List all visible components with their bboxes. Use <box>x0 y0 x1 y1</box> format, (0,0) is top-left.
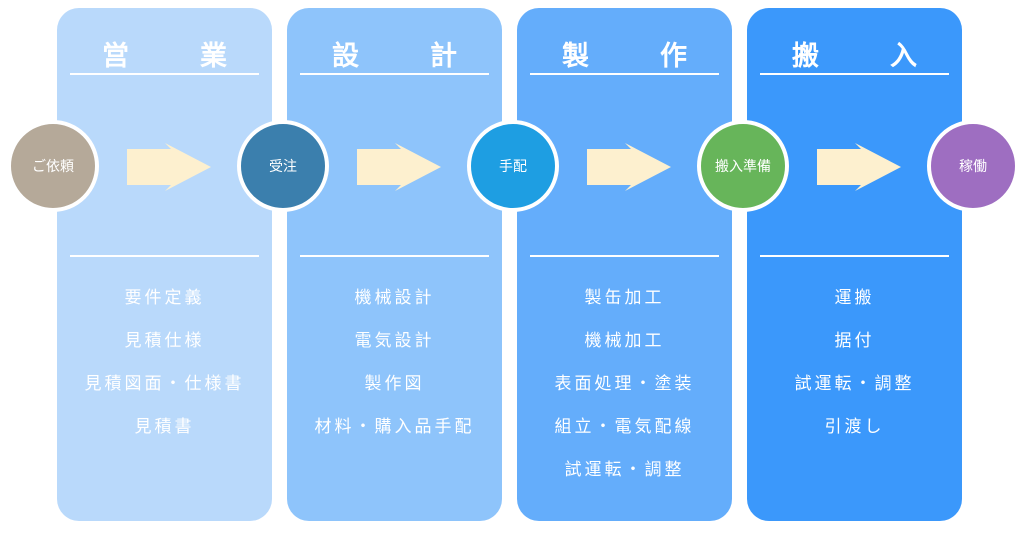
task-item: 材料・購入品手配 <box>314 417 475 437</box>
task-item: 表面処理・塗装 <box>554 374 695 394</box>
divider-top <box>530 73 719 75</box>
task-item: 機械加工 <box>584 331 665 351</box>
task-item: 据付 <box>834 331 875 351</box>
stage-title: 搬 入 <box>792 41 939 72</box>
task-item: 組立・電気配線 <box>554 417 695 437</box>
task-item: 試運転・調整 <box>794 374 915 394</box>
stage-design: 設 計 機械設計 電気設計 製作図 材料・購入品手配 <box>287 8 502 521</box>
task-item: 要件定義 <box>124 288 205 308</box>
task-item: 電気設計 <box>354 331 435 351</box>
task-list: 製缶加工 機械加工 表面処理・塗装 組立・電気配線 試運転・調整 <box>517 287 732 502</box>
divider-top <box>300 73 489 75</box>
stage-title: 営 業 <box>102 41 249 72</box>
task-item: 運搬 <box>834 288 875 308</box>
milestone-delivery-prep: 搬入準備 <box>697 120 789 212</box>
task-item: 見積書 <box>134 417 195 437</box>
chevron-arrow-icon <box>357 143 441 191</box>
divider-bottom <box>530 255 719 257</box>
stage-title: 製 作 <box>562 41 709 72</box>
task-item: 見積仕様 <box>124 331 205 351</box>
milestone-operation: 稼働 <box>927 120 1019 212</box>
stage-delivery: 搬 入 運搬 据付 試運転・調整 引渡し <box>747 8 962 521</box>
task-item: 製作図 <box>364 374 425 394</box>
chevron-arrow-icon <box>127 143 211 191</box>
task-list: 機械設計 電気設計 製作図 材料・購入品手配 <box>287 287 502 459</box>
stage-manufacturing: 製 作 製缶加工 機械加工 表面処理・塗装 組立・電気配線 試運転・調整 <box>517 8 732 521</box>
task-item: 試運転・調整 <box>564 460 685 480</box>
divider-bottom <box>70 255 259 257</box>
task-item: 機械設計 <box>354 288 435 308</box>
stage-sales: 営 業 要件定義 見積仕様 見積図面・仕様書 見積書 <box>57 8 272 521</box>
stage-title: 設 計 <box>332 41 479 72</box>
milestone-order-received: 受注 <box>237 120 329 212</box>
task-list: 運搬 据付 試運転・調整 引渡し <box>747 287 962 459</box>
milestone-request: ご依頼 <box>7 120 99 212</box>
task-list: 要件定義 見積仕様 見積図面・仕様書 見積書 <box>57 287 272 459</box>
divider-bottom <box>300 255 489 257</box>
task-item: 製缶加工 <box>584 288 665 308</box>
divider-bottom <box>760 255 949 257</box>
task-item: 引渡し <box>824 417 885 437</box>
chevron-arrow-icon <box>817 143 901 191</box>
milestone-arrangement: 手配 <box>467 120 559 212</box>
task-item: 見積図面・仕様書 <box>84 374 245 394</box>
chevron-arrow-icon <box>587 143 671 191</box>
divider-top <box>70 73 259 75</box>
divider-top <box>760 73 949 75</box>
